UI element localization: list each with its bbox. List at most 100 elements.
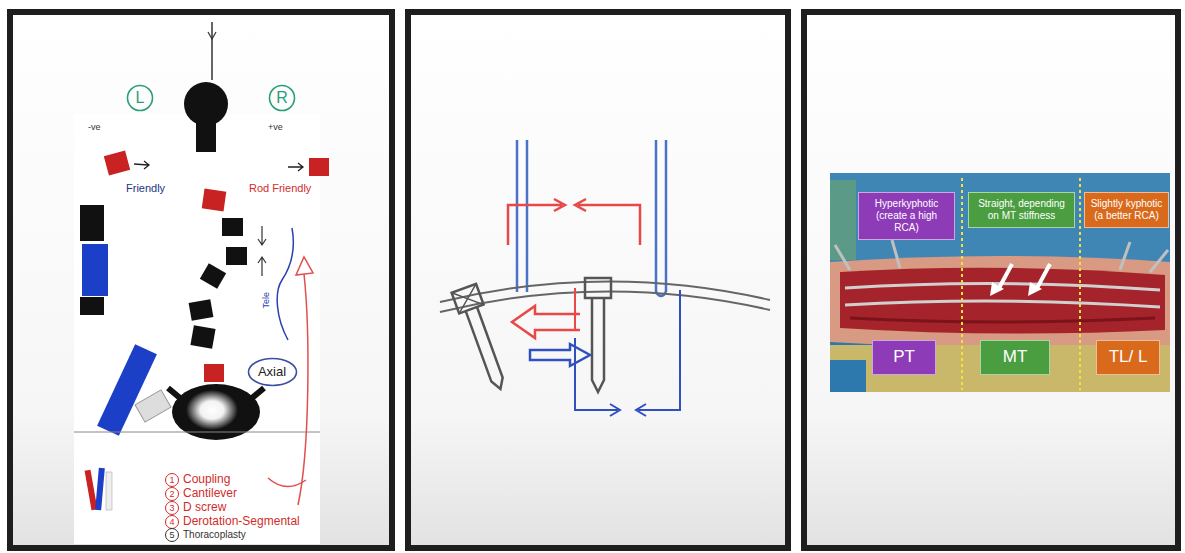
rod-magnet — [80, 205, 104, 241]
region-tag: PT — [872, 340, 936, 375]
direction-arrow — [288, 163, 303, 171]
node-text: Hyperkyphotic (create a high RCA) — [863, 198, 950, 234]
rod-magnet — [80, 297, 104, 315]
region-tag: TL/ L — [1096, 340, 1160, 375]
node-text: PT — [877, 347, 931, 367]
step-number: 2 — [169, 489, 174, 499]
sign-label: -ve — [88, 122, 101, 132]
force-arrow — [508, 199, 565, 245]
number-circle — [166, 488, 179, 501]
arrow-head — [296, 257, 313, 275]
side-circle: R — [268, 84, 296, 112]
node-text: Axial — [258, 364, 286, 380]
number-circle — [166, 502, 179, 515]
region-box: Slightly kyphotic (a better RCA) — [1084, 192, 1169, 228]
node-text: MT — [985, 347, 1045, 367]
rod-line — [517, 140, 527, 292]
note-label: Tele — [261, 292, 271, 309]
step-number: 4 — [169, 517, 174, 527]
panel-frame — [10, 12, 392, 548]
node-text: Straight, depending on MT stiffness — [973, 198, 1070, 222]
number-circle — [166, 529, 179, 542]
force-arrow — [636, 290, 680, 416]
vertebra-magnet — [202, 189, 227, 212]
light-glare — [186, 390, 238, 430]
vertebra-magnet — [222, 218, 243, 236]
vertebra-magnet — [200, 263, 226, 289]
vertebra-magnet — [189, 299, 214, 321]
region-box: Straight, depending on MT stiffness — [968, 192, 1075, 228]
marker-pen — [95, 468, 105, 510]
node-text: R — [276, 88, 288, 107]
force-line — [574, 288, 576, 330]
vertebra-magnet — [204, 364, 224, 382]
step-text: Coupling — [183, 473, 230, 487]
step-number: 1 — [169, 475, 174, 485]
sign-label: +ve — [268, 122, 283, 132]
screw-shaft — [592, 298, 604, 392]
force-arrow — [575, 338, 620, 416]
region-box: Hyperkyphotic (create a high RCA) — [858, 192, 955, 240]
node-text: L — [136, 88, 145, 107]
vertebra-magnet — [104, 150, 130, 175]
pointer-arrow — [998, 264, 1012, 290]
vertebra-magnet — [190, 325, 215, 349]
node-outline — [128, 86, 153, 111]
rod-line — [656, 140, 666, 292]
board-edge — [74, 432, 320, 433]
vertebra-magnet — [309, 158, 329, 176]
node-outline — [270, 86, 295, 111]
correction-arrow — [298, 274, 308, 505]
drape — [830, 360, 866, 392]
direction-arrow — [258, 257, 266, 276]
pointer-arrow — [1028, 282, 1042, 296]
screw-shaft — [466, 307, 506, 391]
step-text: Cantilever — [183, 487, 237, 501]
region-divider — [961, 178, 963, 390]
node-text: Slightly kyphotic (a better RCA) — [1089, 198, 1164, 222]
bracket-mark — [268, 478, 306, 487]
retractor — [835, 240, 1168, 272]
rod-clip — [135, 390, 171, 422]
screw-head — [585, 278, 611, 298]
step-number: 5 — [169, 530, 174, 540]
pointer-arrow — [990, 282, 1004, 296]
node-text: TL/ L — [1101, 347, 1155, 367]
plane-ellipse: Axial — [247, 357, 298, 387]
number-circle — [166, 516, 179, 529]
step-number: 3 — [169, 503, 174, 513]
region-divider — [1079, 178, 1081, 390]
panel-frame — [804, 12, 1178, 548]
force-arrow — [512, 306, 580, 338]
force-arrow — [575, 199, 640, 245]
side-circle: L — [126, 84, 154, 112]
note-label: Friendly — [126, 182, 165, 195]
panel-frame — [408, 12, 788, 548]
step-text: D screw — [183, 501, 226, 515]
direction-arrow — [134, 161, 149, 169]
whiteboard — [74, 114, 320, 544]
number-circle — [166, 474, 179, 487]
screw-symbol — [452, 284, 513, 393]
node-outline — [248, 359, 296, 386]
direction-arrow — [258, 226, 266, 245]
rod-magnet — [97, 344, 157, 436]
step-text: Thoracoplasty — [183, 529, 246, 541]
tick-mark — [208, 32, 216, 39]
surgical-rod — [845, 283, 1160, 307]
rod-magnet — [82, 244, 108, 296]
note-label: Rod Friendly — [249, 182, 311, 195]
region-tag: MT — [980, 340, 1050, 375]
force-arrow — [530, 344, 590, 366]
drape — [830, 180, 856, 260]
surgical-photo — [830, 173, 1170, 392]
marker-pen — [106, 472, 112, 510]
step-text: Derotation-Segmental — [183, 515, 300, 529]
plumb-line — [211, 22, 213, 80]
translation-curve — [277, 228, 293, 340]
neck-magnet — [196, 118, 216, 152]
tissue — [850, 318, 1155, 322]
